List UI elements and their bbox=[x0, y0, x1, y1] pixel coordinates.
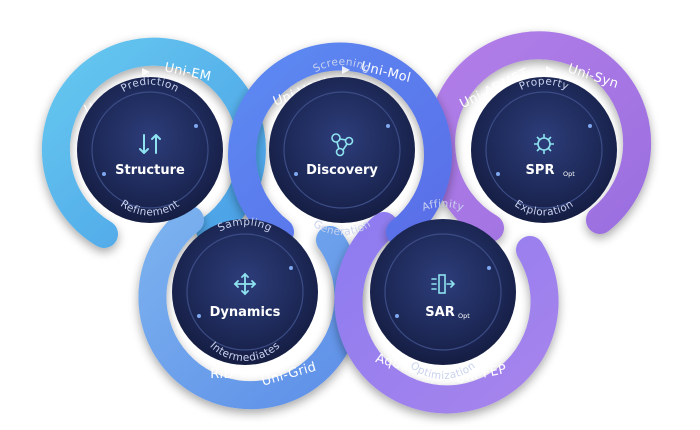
structure-title: Structure bbox=[115, 163, 185, 178]
arrow-icon bbox=[342, 66, 350, 74]
spr-node: Property Exploration SPR Opt bbox=[471, 75, 617, 223]
dynamics-title: Dynamics bbox=[210, 305, 281, 320]
spr-subscript: Opt bbox=[563, 170, 575, 178]
discovery-title: Discovery bbox=[306, 163, 378, 178]
spr-top-text: Property bbox=[517, 75, 570, 92]
sar-title: SAR bbox=[425, 305, 454, 320]
bracket-arrow-icon bbox=[431, 274, 456, 294]
spr-title: SPR bbox=[526, 163, 555, 178]
arrow-icon bbox=[246, 368, 254, 376]
sar-subscript: Opt bbox=[458, 312, 470, 320]
dynamics-node: Sampling Intermediates Dynamics bbox=[172, 216, 318, 365]
sar-top-text: Affinity bbox=[420, 198, 465, 214]
swap-arrows-icon bbox=[139, 134, 161, 154]
discovery-band bbox=[228, 42, 452, 246]
structure-node: Prediction Refinement Structure bbox=[77, 76, 223, 223]
discovery-top-text: Screening bbox=[311, 56, 373, 75]
virus-icon bbox=[534, 134, 554, 154]
molecule-icon bbox=[331, 133, 354, 157]
arrow-icon bbox=[142, 68, 150, 76]
dynamics-top-text: Sampling bbox=[216, 216, 274, 234]
tool-label-rid: RiD bbox=[210, 367, 234, 382]
arrow-icon bbox=[546, 66, 554, 74]
sar-band bbox=[334, 212, 559, 414]
arrow-icon bbox=[442, 372, 450, 380]
structure-top-text: Prediction bbox=[119, 76, 181, 95]
cross-arrows-icon bbox=[233, 272, 257, 296]
